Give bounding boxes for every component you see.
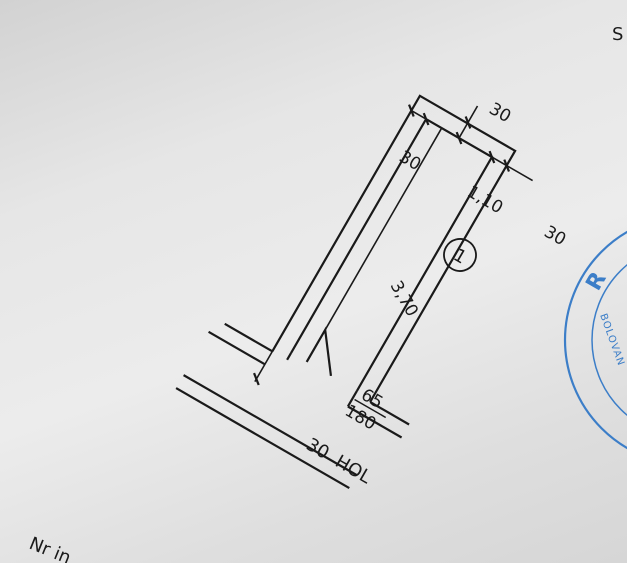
door-dimension: 65 180 (341, 385, 387, 435)
room-length-dimension: 3,70 (386, 278, 422, 321)
top-wall-dimension: 30 (486, 99, 515, 127)
left-wall-dimension: 30 (396, 147, 425, 175)
hall-line-1 (183, 374, 358, 477)
wall-stub-left (224, 322, 273, 353)
room-number: 1 (450, 245, 470, 269)
footer-text: Nr in (26, 533, 74, 563)
wall-stub-left-2 (208, 330, 266, 366)
stamp: R BOLOVAN (563, 230, 627, 450)
room-width-dimension: 1,10 (464, 182, 507, 218)
width-dim-line (410, 109, 534, 182)
door-swing (305, 326, 333, 377)
corner-text: S (612, 24, 623, 45)
door-fraction-bar (354, 398, 387, 419)
hall-line-2 (175, 387, 350, 490)
room-number-circle (443, 238, 477, 272)
wall-stub-right (369, 401, 410, 426)
wall-stub-right-2 (347, 405, 403, 439)
stamp-name: BOLOVAN (597, 312, 626, 367)
room-walls (175, 94, 534, 490)
stamp-inner-ring (591, 263, 627, 417)
door-dim-line (254, 346, 276, 383)
right-wall-dimension: 30 (541, 222, 570, 250)
length-dim-line (306, 127, 443, 361)
stamp-outer-ring (563, 230, 627, 450)
